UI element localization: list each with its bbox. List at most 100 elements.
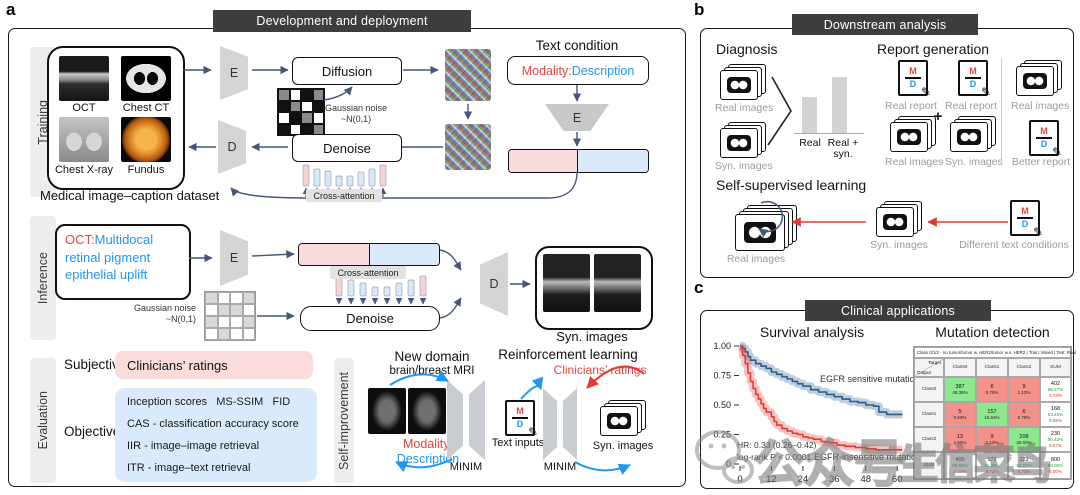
gaussian-noise-grid-inference — [204, 291, 256, 341]
noise-cell — [217, 292, 230, 304]
noise-cell — [242, 316, 255, 328]
syn-oct-image-2 — [594, 254, 641, 312]
chest-xray-image — [59, 117, 109, 162]
doc-icon-part: D — [909, 78, 917, 89]
gaussian-noise-grid — [277, 88, 325, 136]
diagnosis-syn-images-stack — [720, 122, 766, 158]
doc-icon-part: ✎ — [1032, 225, 1043, 239]
breast-mri-image — [408, 388, 446, 434]
noise-cell — [301, 112, 313, 124]
prompt-modality: OCT: — [65, 232, 95, 247]
embedding-blue-segment — [369, 244, 439, 265]
stack-card — [1016, 66, 1054, 96]
ct-scan-glyph — [726, 134, 752, 152]
noise-cell — [230, 316, 243, 328]
ssl-syn-images-stack — [876, 201, 922, 237]
cross-attention-label-inference: Cross-attention — [330, 266, 406, 279]
fundus-caption: Fundus — [127, 164, 165, 176]
gaussian-noise-label-training: Gaussian noise ~N(0,1) — [324, 103, 388, 124]
noise-cell — [312, 112, 324, 124]
noise-cell — [278, 112, 290, 124]
noisy-latent-image-1 — [445, 49, 491, 101]
stack-card — [950, 122, 988, 152]
panel-c-label: c — [694, 278, 704, 297]
text-embedding-bar-training — [508, 149, 649, 173]
diagnosis-bar-real-syn — [832, 77, 847, 133]
stack-card — [720, 70, 758, 100]
diffusion-box: Diffusion — [292, 57, 402, 85]
subjective-value-box: Clinicians’ ratings — [115, 351, 313, 379]
image-decoder: D — [218, 120, 246, 174]
fundus-image — [121, 117, 171, 162]
dataset-caption: Medical image–caption dataset — [40, 188, 220, 203]
ssl-real-images-stack — [735, 205, 797, 251]
chest-xray-caption: Chest X-ray — [54, 164, 114, 176]
clinicians-ratings-text: Clinicians’ ratings — [127, 357, 228, 373]
report-syn-images-stack — [950, 116, 996, 152]
panel-b-label: b — [694, 0, 705, 19]
noise-cell — [242, 292, 255, 304]
embedding-pink-segment — [509, 150, 578, 172]
report-divider — [1001, 58, 1003, 160]
real-report-caption-2: Real report — [945, 100, 997, 112]
diagnosis-real-images-caption: Real images — [715, 102, 774, 114]
doc-icon-part: M — [1040, 126, 1048, 137]
doc-icon-part: M — [516, 406, 524, 417]
stack-card — [720, 128, 758, 158]
minim-label-2: MINIM — [543, 461, 577, 473]
si-modality-text: Modality: — [402, 437, 454, 451]
report-real-images-stack — [890, 116, 936, 152]
confusion-cell: SUM — [914, 452, 944, 479]
confusion-cell: Class0 — [914, 377, 944, 402]
km-red-curve-label: EGFR-insensitive mutation — [814, 452, 922, 462]
report-generation-title: Report generation — [877, 41, 990, 57]
image-encoder: E — [220, 46, 248, 100]
diagnosis-bar-label-realsyn-1: Real + — [827, 137, 859, 149]
new-domain-title: New domain — [394, 349, 470, 364]
subjective-label: Subjective — [64, 357, 127, 372]
ssl-title: Self-supervised learning — [716, 177, 867, 193]
confusion-note: Class 0/1/2 - no tumor/tumor w. HER2/tum… — [914, 347, 1076, 358]
noise-cell — [312, 100, 324, 112]
noise-cell — [217, 316, 230, 328]
noise-cell — [242, 304, 255, 316]
objective-label: Objective — [64, 424, 121, 439]
text-embedding-bar-inference — [298, 243, 440, 266]
noise-cell — [205, 292, 218, 304]
text-condition-title: Text condition — [535, 38, 619, 53]
noise-cell — [301, 89, 313, 101]
cross-attention-label-training: Cross-attention — [306, 189, 382, 202]
ct-scan-glyph — [606, 412, 632, 430]
km-blue-curve-label: EGFR sensitive mutation — [820, 374, 920, 384]
objective-item-1: Inception scores MS-SSIM FID — [127, 396, 291, 408]
diagnosis-bar-label-realsyn-2: syn. — [833, 148, 853, 160]
ct-scan-glyph — [743, 222, 777, 243]
denoise-box-training: Denoise — [292, 134, 402, 162]
doc-icon-part: ✎ — [527, 425, 538, 439]
inference-prompt-box: OCT:Multidocal retinal pigment epithelia… — [55, 224, 191, 300]
objective-item-2: CAS - classification accuracy score — [127, 418, 299, 430]
prompt-description: Multidocal retinal pigment epithelial up… — [65, 232, 154, 282]
rl-clinicians-ratings: Clinicians’ ratings — [553, 363, 647, 377]
ct-scan-glyph — [896, 128, 922, 146]
doc-icon-part: ✎ — [980, 85, 991, 99]
ssl-real-images-caption: Real images — [726, 253, 786, 265]
km-logrank-annotation: log-rank P < 0.0001 — [737, 452, 812, 462]
embedding-pink-segment — [299, 244, 369, 265]
noise-cell — [278, 89, 290, 101]
